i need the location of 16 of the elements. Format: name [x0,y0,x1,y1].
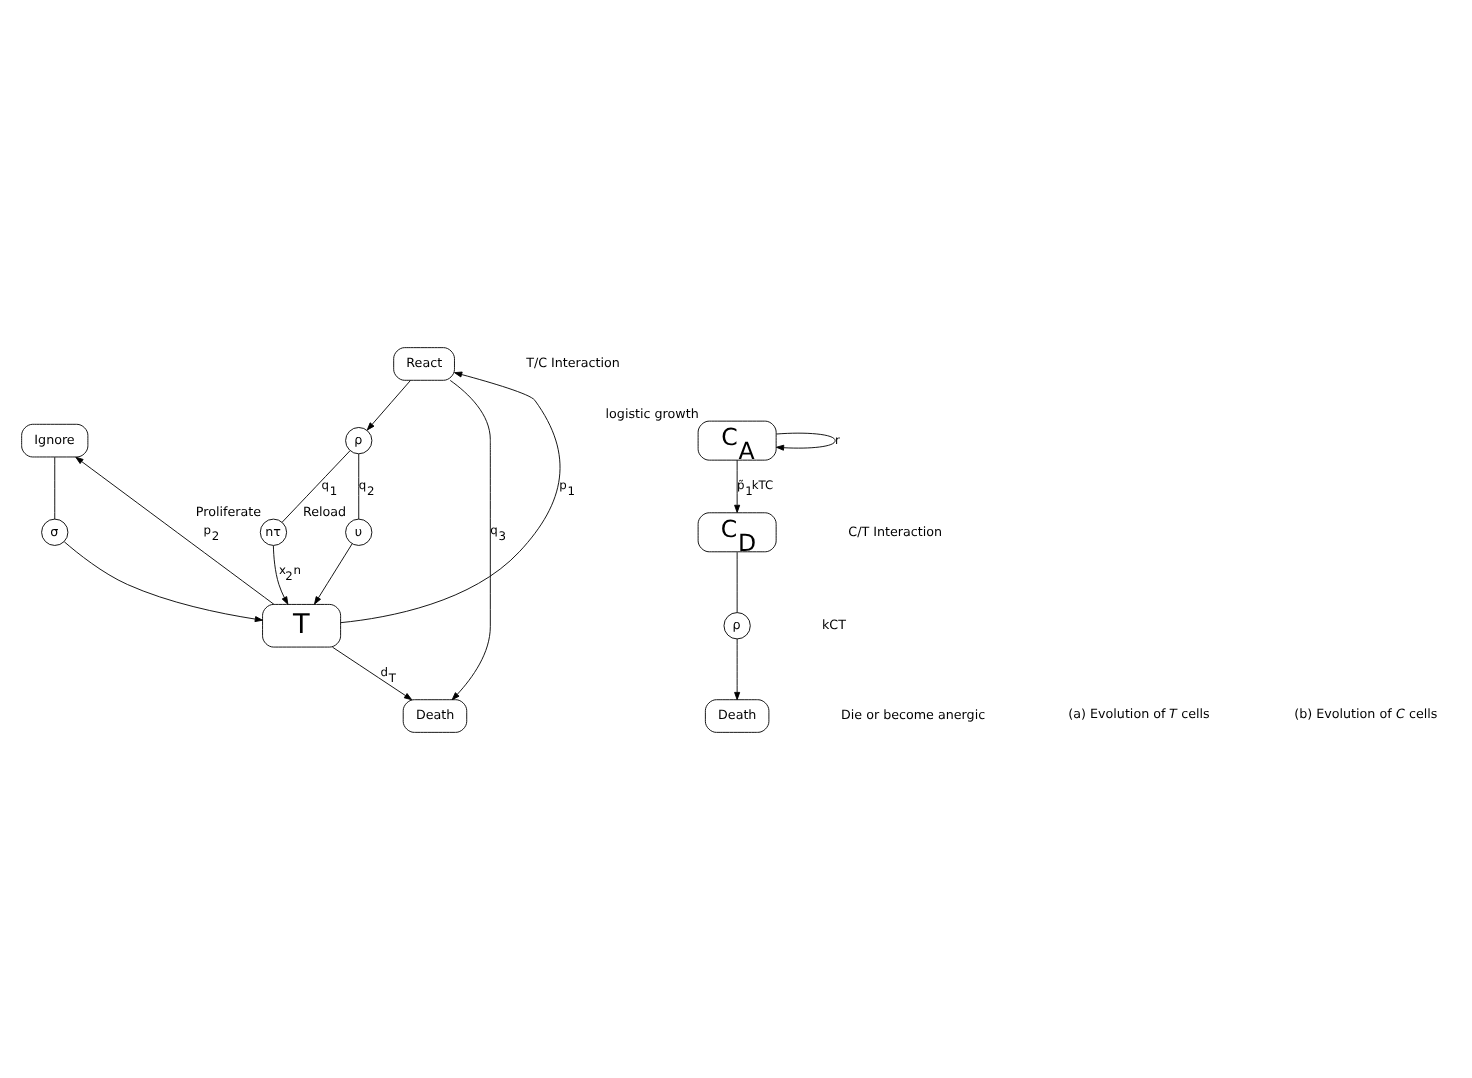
node-box: T [262,602,342,647]
arrow [734,458,741,512]
arrow [449,378,491,700]
arrow [314,542,353,604]
arrow [63,540,263,622]
arrow [775,431,836,450]
arrow [734,637,741,700]
connector [736,550,738,612]
arrow [332,645,413,700]
connector [281,449,351,522]
arrow [75,455,275,604]
arrow [366,378,411,430]
arrow [340,370,561,623]
connector [54,455,56,519]
connector [358,452,360,519]
arrow [272,544,289,604]
